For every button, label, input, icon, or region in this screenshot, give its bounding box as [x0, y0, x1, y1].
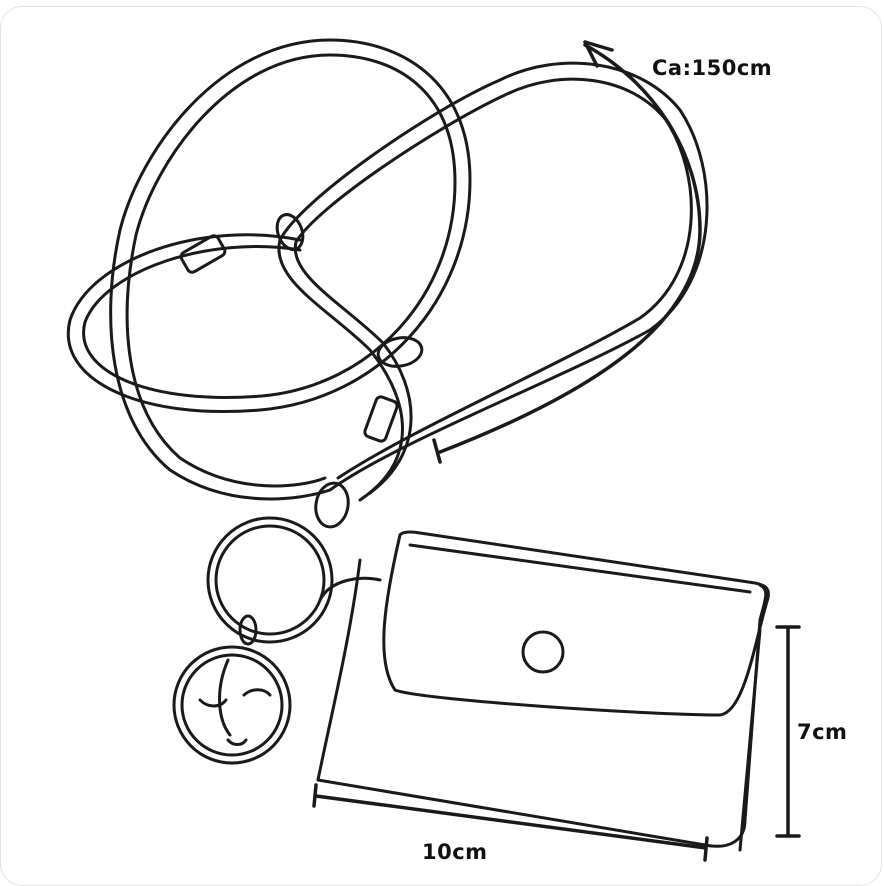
- strap-length-label: Ca:150cm: [652, 56, 773, 80]
- strap-dimension-arrow: [432, 40, 702, 464]
- width-label: 10cm: [422, 840, 488, 864]
- pouch: [316, 530, 770, 852]
- moon-face-charm: [172, 645, 292, 765]
- key-ring: [206, 516, 382, 646]
- strap: [66, 38, 709, 529]
- height-label: 7cm: [797, 720, 848, 744]
- height-dimension-line: [775, 625, 801, 838]
- width-dimension-line: [312, 783, 709, 862]
